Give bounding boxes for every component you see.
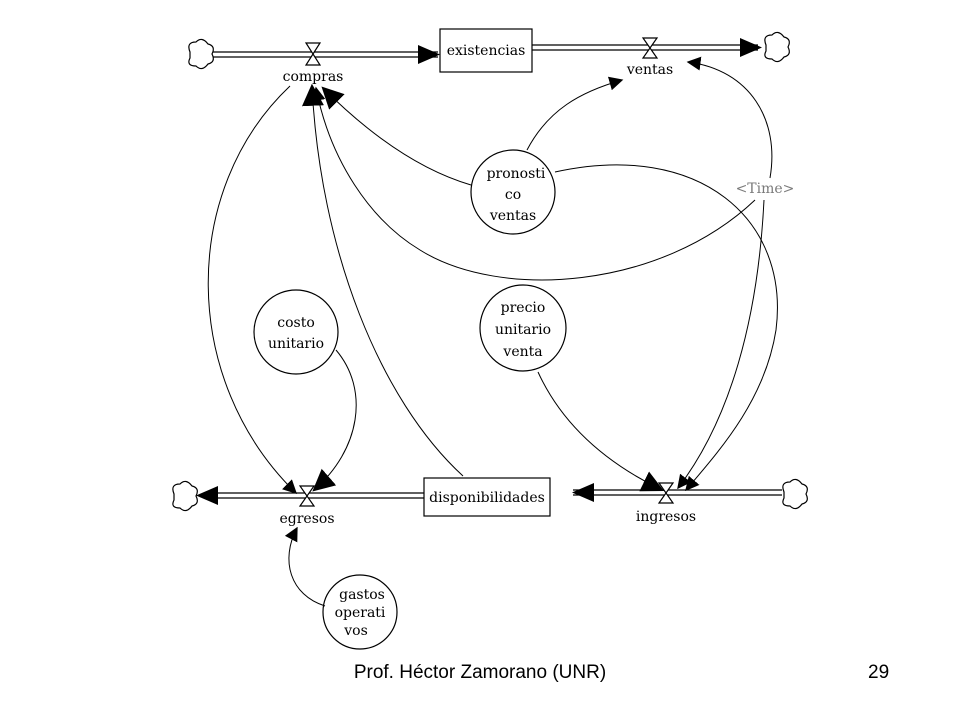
source-cloud-icon [188, 38, 214, 70]
ventas-valve-icon [641, 37, 659, 59]
aux-costo-unitario: costo unitario [253, 289, 339, 375]
aux-precio-unitario-venta: precio unitario venta [479, 284, 567, 372]
stock-existencias: existencias [439, 28, 533, 73]
link-precio-to-ingresos [537, 371, 664, 492]
aux-costo-unitario-line: costo [277, 315, 315, 331]
footer-author: Prof. Héctor Zamorano (UNR) [353, 662, 607, 683]
link-gastos-to-egresos [284, 526, 326, 607]
flow-ventas-label: ventas [626, 62, 673, 78]
aux-precio-unitario-venta-line: unitario [495, 322, 551, 338]
page-number: 29 [868, 662, 890, 683]
link-compras-to-egresos [207, 85, 298, 494]
ingresos-valve-icon [657, 482, 675, 504]
source-cloud-icon [782, 478, 808, 510]
link-time-to-compras [311, 86, 756, 281]
flow-compras-label: compras [283, 69, 344, 85]
sink-cloud-icon [764, 31, 790, 63]
flow-egresos-label: egresos [279, 511, 334, 527]
egresos-flow-pipe [196, 486, 424, 505]
aux-gastos-operativos-line: gastos [339, 587, 385, 603]
link-costo-to-egresos [312, 349, 357, 492]
aux-gastos-operativos-line: operati [335, 605, 386, 621]
aux-gastos-operativos-line: vos [343, 623, 368, 639]
stock-disponibilidades-label: disponibilidades [429, 490, 545, 506]
aux-costo-unitario-line: unitario [268, 336, 324, 352]
stock-existencias-label: existencias [447, 43, 526, 59]
link-time-to-ingresos [677, 199, 765, 490]
aux-pronostico-ventas-line: co [505, 187, 521, 203]
sink-cloud-icon [172, 480, 198, 512]
stock-disponibilidades: disponibilidades [423, 477, 551, 517]
link-pronostico-to-ingresos [554, 164, 778, 492]
aux-gastos-operativos: gastos operati vos [322, 574, 398, 650]
aux-pronostico-ventas-line: ventas [489, 208, 536, 224]
flow-ingresos-label: ingresos [636, 509, 696, 525]
link-pronostico-to-compras [321, 86, 472, 186]
aux-pronostico-ventas-line: pronosti [487, 166, 546, 182]
compras-valve-icon [304, 42, 322, 66]
egresos-valve-icon [298, 485, 316, 507]
ingresos-flow-pipe [572, 483, 782, 502]
aux-precio-unitario-venta-line: venta [502, 344, 542, 360]
aux-pronostico-ventas: pronosti co ventas [470, 149, 556, 235]
link-time-to-ventas [686, 56, 773, 179]
shadow-time-label: <Time> [736, 181, 795, 197]
ventas-flow-pipe [532, 38, 762, 57]
aux-precio-unitario-venta-line: precio [501, 300, 546, 316]
compras-flow-pipe [212, 45, 440, 64]
link-disponibilidades-to-compras [301, 83, 464, 477]
link-pronostico-to-ventas [526, 76, 624, 151]
